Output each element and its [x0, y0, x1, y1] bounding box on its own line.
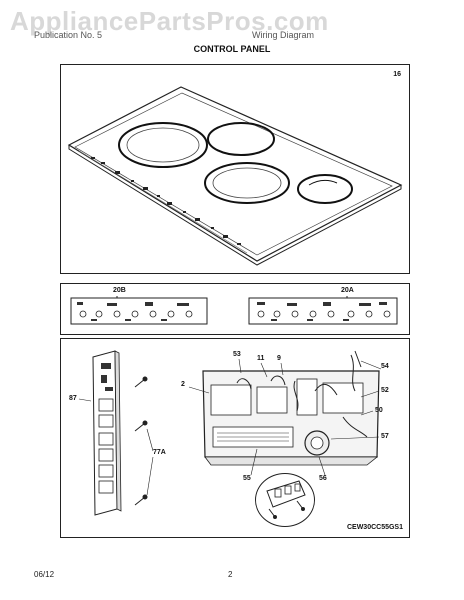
watermark: AppliancePartsPros.com — [10, 6, 329, 36]
callout-20a: 20A — [341, 287, 354, 294]
footer-page: 2 — [228, 570, 233, 579]
callout-53: 53 — [233, 351, 241, 358]
components-drawing — [78, 350, 382, 519]
callout-57: 57 — [381, 433, 389, 440]
callout-56: 56 — [319, 475, 327, 482]
callout-54: 54 — [381, 363, 389, 370]
control-boards-drawing — [70, 296, 398, 325]
page-title: CONTROL PANEL — [193, 44, 271, 54]
callout-2: 2 — [181, 381, 185, 388]
callout-55: 55 — [243, 475, 251, 482]
callout-16: 16 — [393, 71, 401, 78]
footer-date: 06/12 — [34, 570, 55, 579]
components-panel: 87 77A 2 53 11 9 54 52 50 57 55 56 CEW30… — [60, 338, 410, 538]
publication-header: Publication No. 5 — [34, 30, 103, 40]
callout-50: 50 — [375, 407, 383, 414]
callout-11: 11 — [257, 355, 265, 362]
cooktop-panel: 16 — [60, 64, 410, 274]
connector-detail-circle — [255, 473, 315, 527]
callout-87: 87 — [69, 395, 77, 402]
callout-52: 52 — [381, 387, 389, 394]
callout-77a: 77A — [153, 449, 166, 456]
control-boards-panel: 20B 20A — [60, 283, 410, 335]
callout-9: 9 — [277, 355, 281, 362]
wiring-header: Wiring Diagram — [252, 30, 315, 40]
model-number: CEW30CC55GS1 — [346, 524, 403, 531]
callout-20b: 20B — [113, 287, 126, 294]
cooktop-drawing — [67, 86, 403, 266]
